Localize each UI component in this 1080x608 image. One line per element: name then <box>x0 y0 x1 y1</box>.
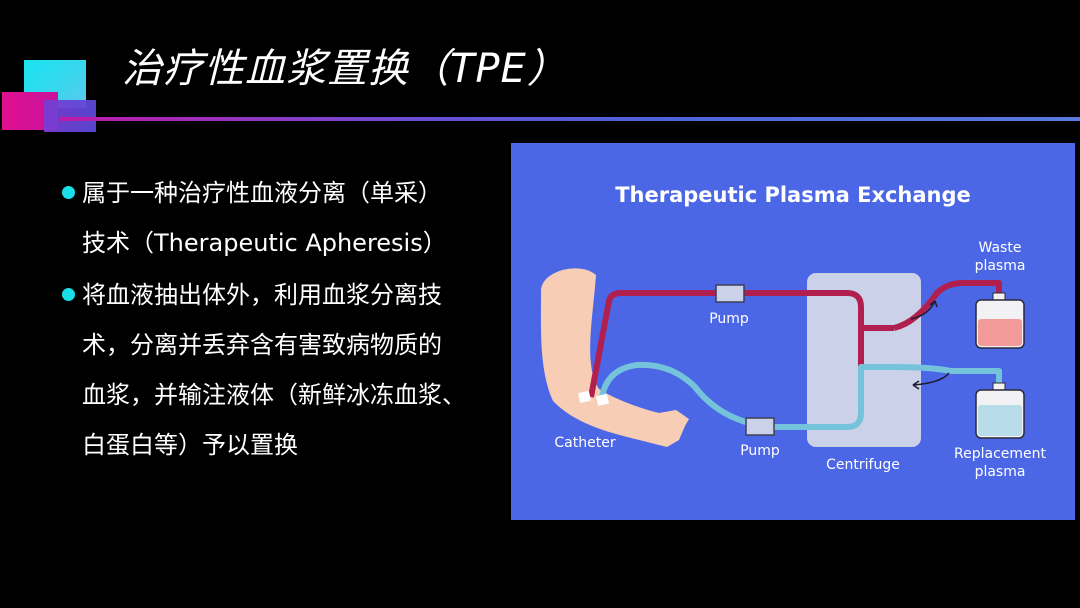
replacement-plasma-tube <box>893 364 1002 385</box>
bullet-line: 血浆，并输注液体（新鲜冰冻血浆、 <box>82 381 466 409</box>
waste-plasma-tube <box>893 280 1002 331</box>
label-waste-line2: plasma <box>975 258 1026 274</box>
label-catheter: Catheter <box>554 435 615 451</box>
label-replacement-line1: Replacement <box>954 446 1047 462</box>
bullet-line: 将血液抽出体外，利用血浆分离技 <box>82 281 442 309</box>
outflow-arrowhead-icon <box>929 300 938 308</box>
bullet-line: 技术（Therapeutic Apheresis） <box>82 229 447 257</box>
arm-illustration <box>540 268 689 447</box>
label-centrifuge: Centrifuge <box>826 457 900 473</box>
catheter-tape-left <box>578 390 591 403</box>
outflow-arrow-icon <box>910 300 936 320</box>
title-underline <box>60 117 1080 121</box>
bullet-list: 属于一种治疗性血液分离（单采） 技术（Therapeutic Apheresis… <box>62 168 502 472</box>
blood-return-tube <box>599 361 894 430</box>
bullet-line: 属于一种治疗性血液分离（单采） <box>82 179 442 207</box>
blood-out-tube <box>588 290 894 398</box>
catheter-tape-right <box>596 393 609 406</box>
inflow-arrow-icon <box>912 372 950 386</box>
inflow-arrowhead-icon <box>912 380 920 390</box>
bullet-item-process: 将血液抽出体外，利用血浆分离技 术，分离并丢弃含有害致病物质的 血浆，并输注液体… <box>62 270 502 470</box>
arm-shape <box>540 268 689 447</box>
bullet-item-definition: 属于一种治疗性血液分离（单采） 技术（Therapeutic Apheresis… <box>62 168 502 268</box>
tpe-diagram-svg: Therapeutic Plasma Exchange <box>511 143 1075 520</box>
label-pump-bottom: Pump <box>740 443 780 459</box>
label-replacement-line2: plasma <box>975 464 1026 480</box>
replacement-plasma-bag-icon <box>975 382 1025 439</box>
tpe-diagram: Therapeutic Plasma Exchange <box>511 143 1075 520</box>
bullet-line: 白蛋白等）予以置换 <box>82 431 298 459</box>
slide-title: 治疗性血浆置换（TPE） <box>122 46 568 92</box>
pump-top-icon <box>715 284 745 303</box>
label-waste-line1: Waste <box>979 240 1022 256</box>
waste-plasma-bag-icon <box>975 292 1025 349</box>
decor-square-purple <box>44 100 96 132</box>
bullet-line: 术，分离并丢弃含有害致病物质的 <box>82 331 442 359</box>
pump-bottom-icon <box>745 417 775 436</box>
diagram-title: Therapeutic Plasma Exchange <box>615 183 971 207</box>
label-pump-top: Pump <box>709 311 749 327</box>
